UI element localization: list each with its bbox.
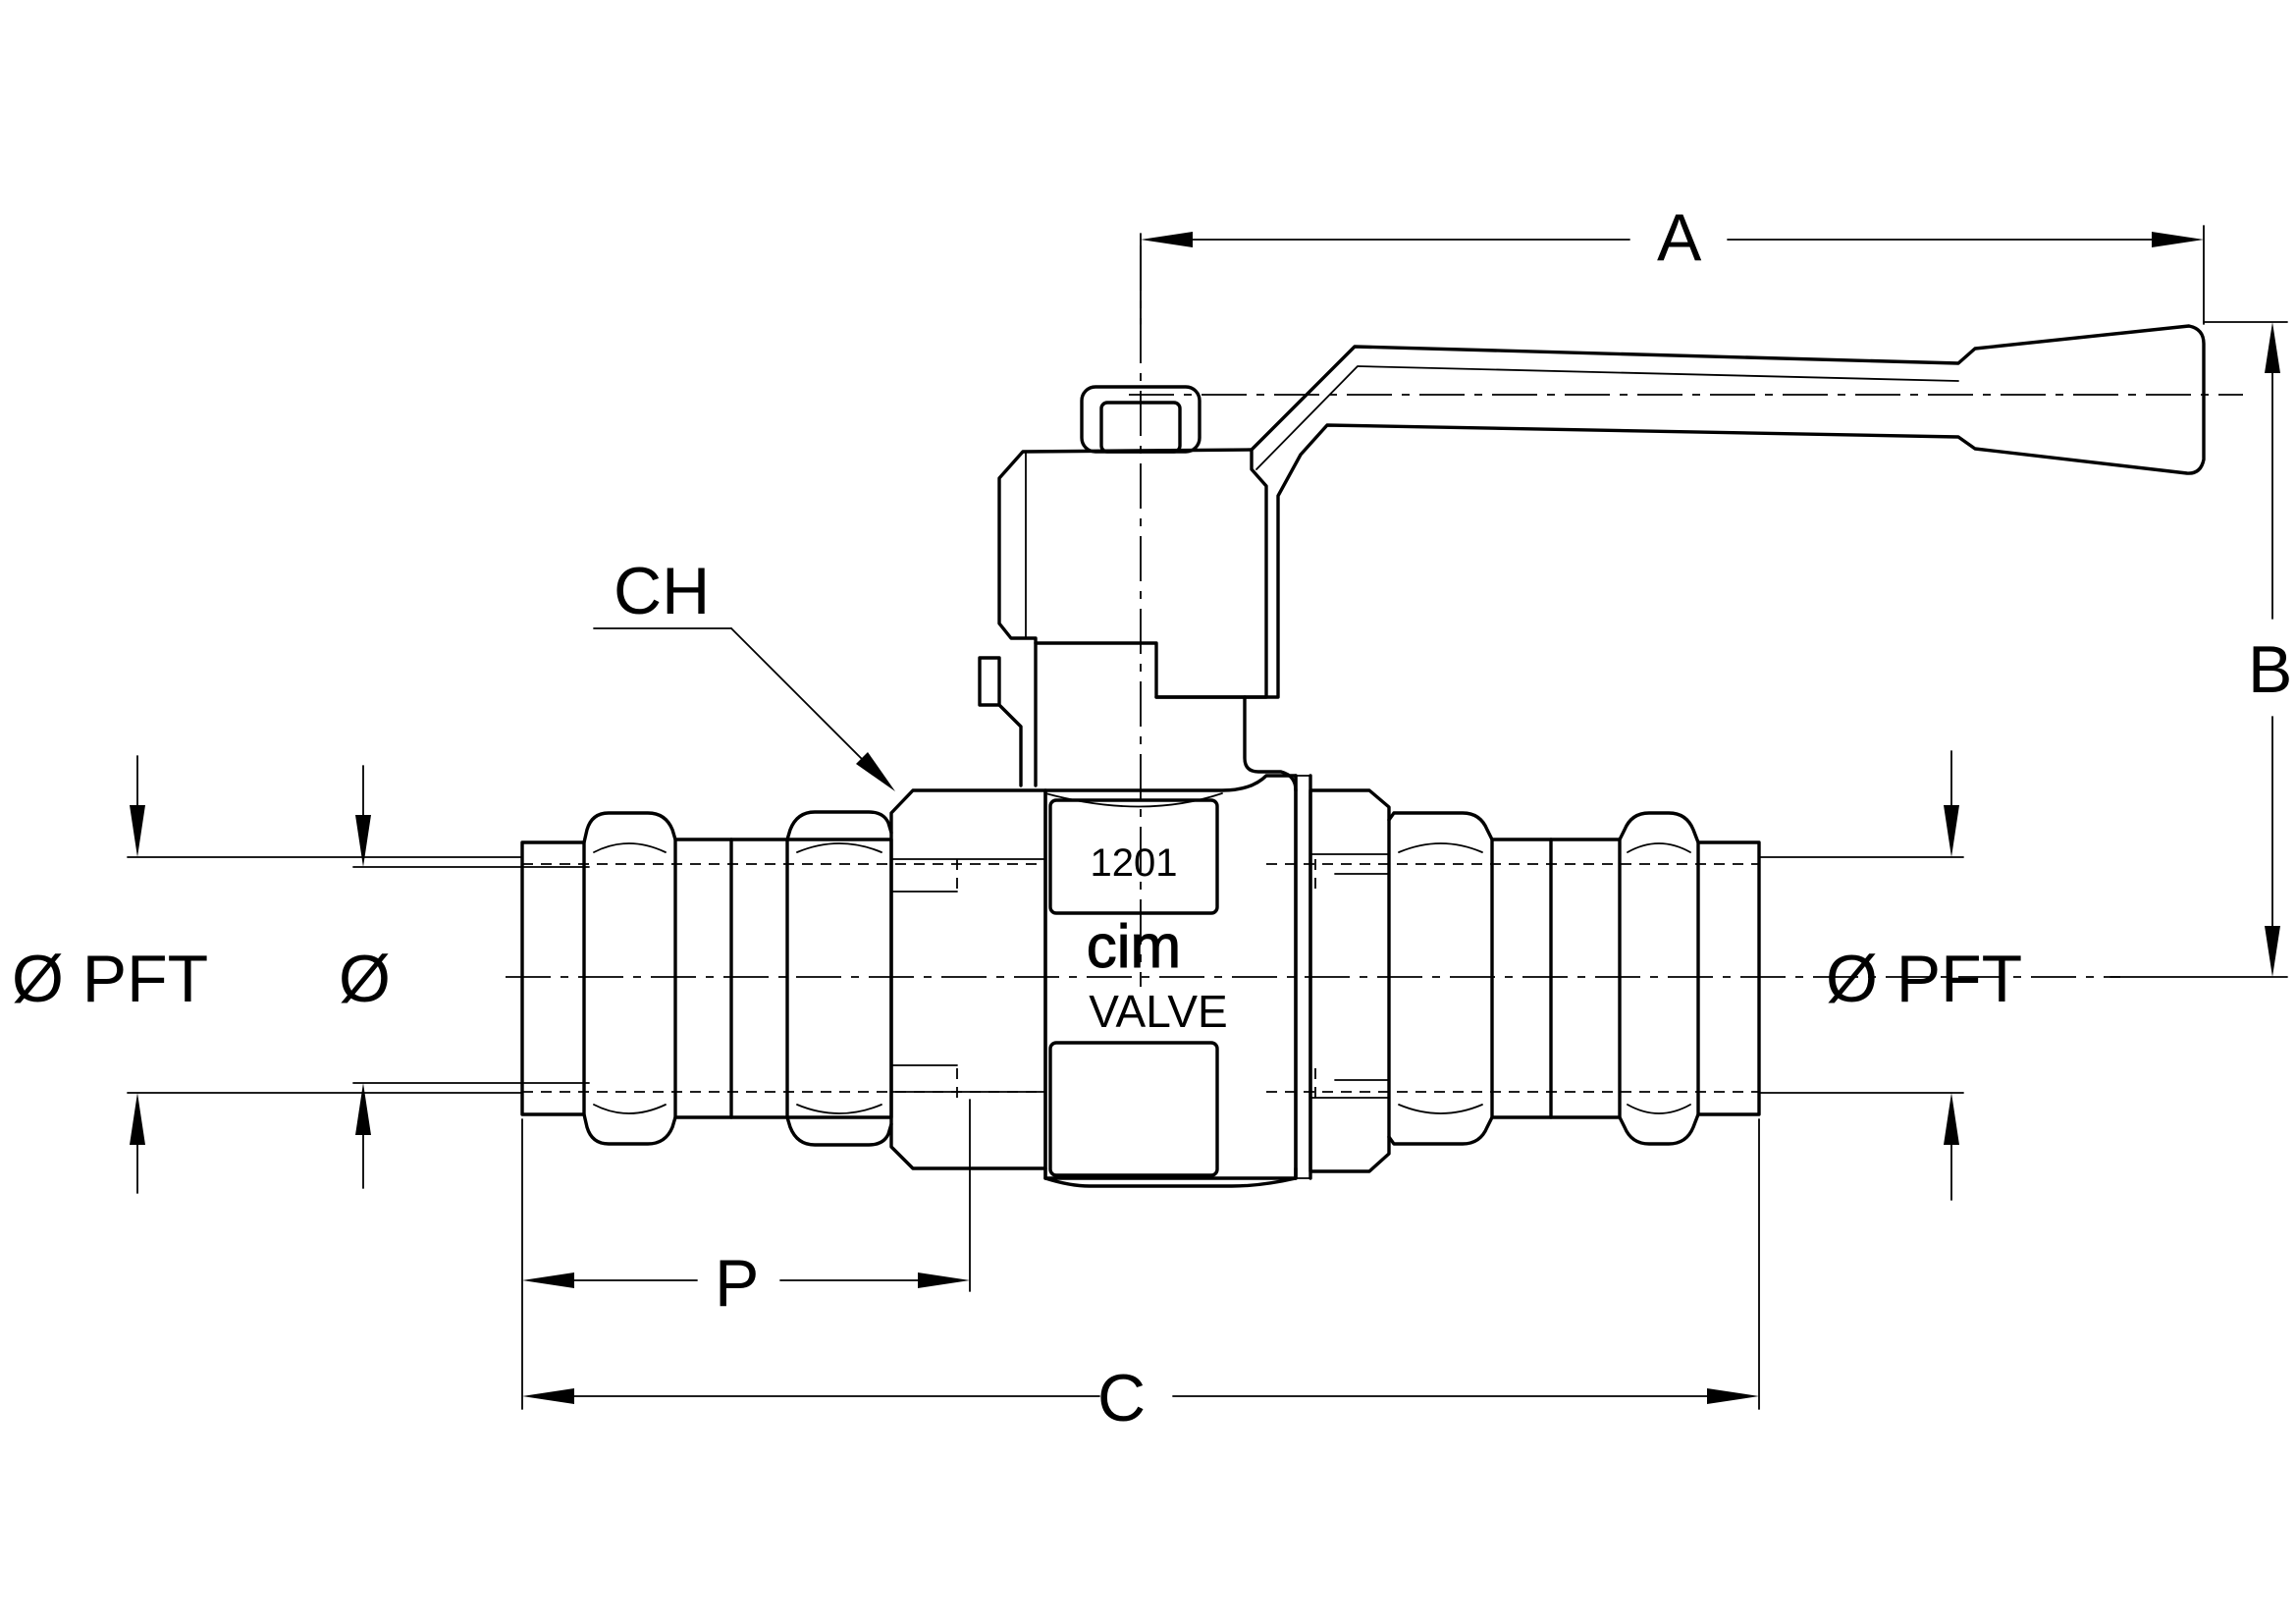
dimension-a-label: A <box>1657 200 1702 275</box>
handle-head-block <box>997 448 1268 699</box>
ch-leader <box>593 627 895 791</box>
dimension-b <box>2109 321 2288 978</box>
dimension-p-label: P <box>715 1246 759 1321</box>
left-outer-diameter-label: Ø PFT <box>12 942 208 1016</box>
stem-neck <box>1034 641 1298 792</box>
brand-sub-marking: VALVE <box>1089 986 1227 1037</box>
left-hex-section <box>889 788 1047 1170</box>
dimension-p <box>522 1099 971 1292</box>
left-diameter-dims <box>127 755 590 1194</box>
dimension-b-label: B <box>2248 632 2292 707</box>
brand-marking: cim <box>1087 913 1181 981</box>
label-panel-bottom <box>1048 1041 1219 1177</box>
model-number-marking: 1201 <box>1091 841 1178 885</box>
dimension-c <box>521 1118 1760 1410</box>
central-body <box>1043 774 1312 1188</box>
right-hex-section <box>1308 788 1391 1173</box>
right-diameter-dims <box>1758 750 1964 1201</box>
left-inner-diameter-label: Ø <box>339 942 391 1016</box>
dimension-c-label: C <box>1097 1361 1146 1435</box>
stem-nut <box>1080 385 1201 454</box>
ch-label: CH <box>614 554 710 628</box>
hidden-bore-lines <box>522 859 1759 1098</box>
dimension-a <box>1140 225 2205 325</box>
lever-handle <box>1154 324 2206 699</box>
label-panel-top <box>1048 798 1219 915</box>
right-press-fitting <box>1387 811 1761 1146</box>
stop-tab <box>978 656 1023 787</box>
right-outer-diameter-label: Ø PFT <box>1826 942 2022 1016</box>
left-press-fitting <box>520 810 893 1147</box>
